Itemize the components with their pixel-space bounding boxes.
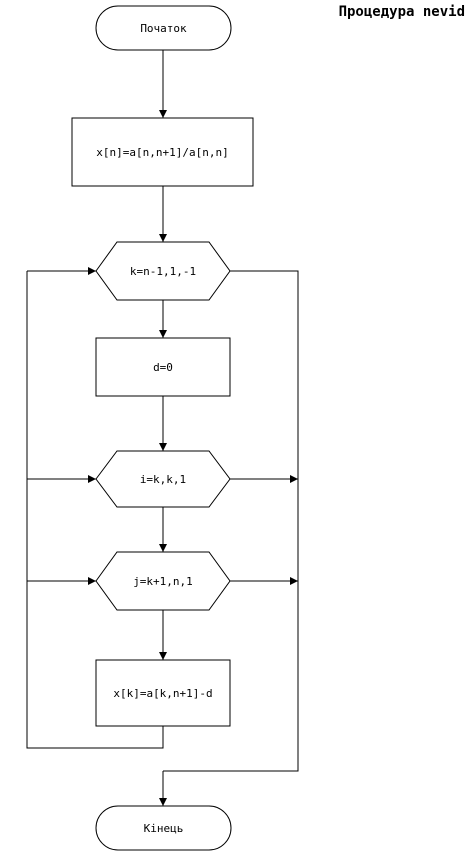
loop-j-label: j=k+1,n,1: [133, 575, 193, 588]
loop-i-hexagon: i=k,k,1: [95, 450, 231, 508]
end-terminator: Кінець: [95, 805, 232, 851]
assign-d-process: d=0: [95, 337, 231, 397]
exit-path-loop-k: [163, 270, 299, 772]
assign-xk-label: x[k]=a[k,n+1]-d: [113, 687, 212, 700]
loop-j-hexagon: j=k+1,n,1: [95, 551, 231, 611]
loop-k-label: k=n-1,1,-1: [130, 265, 196, 278]
assign-d-label: d=0: [153, 361, 173, 374]
connectors: [26, 50, 299, 806]
assign-xn-label: x[n]=a[n,n+1]/a[n,n]: [96, 146, 228, 159]
end-label: Кінець: [144, 822, 184, 835]
loop-i-label: i=k,k,1: [140, 473, 186, 486]
start-label: Початок: [140, 22, 187, 35]
return-path-xk: [26, 271, 164, 749]
assign-xk-process: x[k]=a[k,n+1]-d: [95, 659, 231, 727]
diagram-title: Процедура nevid: [338, 4, 465, 20]
loop-k-hexagon: k=n-1,1,-1: [95, 241, 231, 301]
start-terminator: Початок: [95, 5, 232, 51]
assign-xn-process: x[n]=a[n,n+1]/a[n,n]: [71, 117, 254, 187]
